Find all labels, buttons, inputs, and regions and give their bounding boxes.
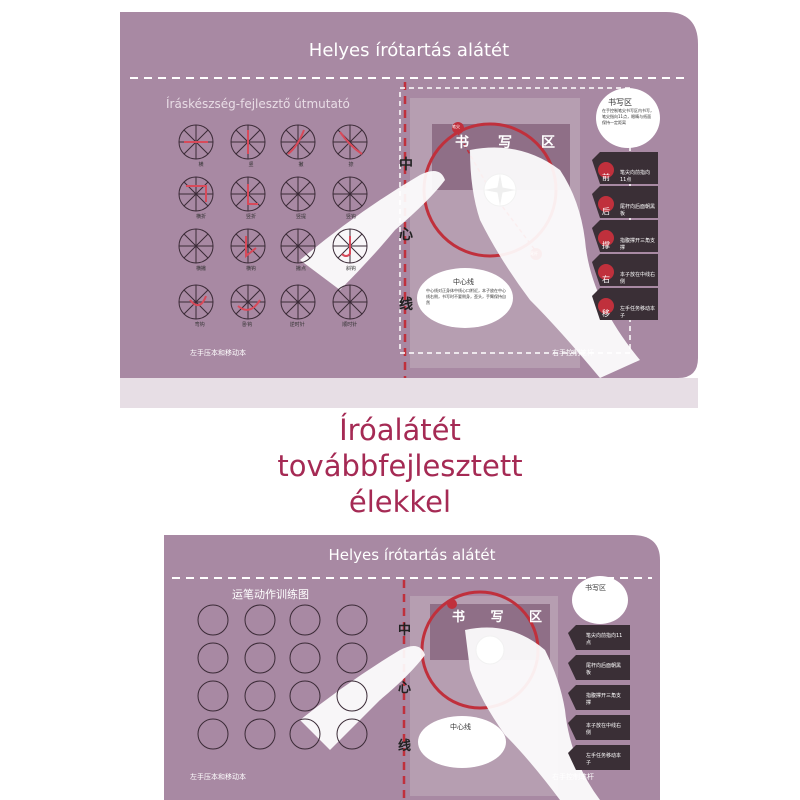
top-badge-list: 前笔尖向前指向11点 后尾杆向后面朝黑板 撑指腹撑开三角支撑 右本子放在中线右侧… — [602, 160, 658, 330]
stroke-label: 竖 — [248, 162, 254, 168]
center-char: 线 — [398, 739, 412, 754]
stroke-label: 撇 — [298, 162, 304, 168]
headline-line3: élekkel — [348, 485, 452, 519]
bottom-badge-list: 笔尖向前指向11点 尾杆向后面朝黑板 指腹撑开三角支撑 本子放在中线右侧 左手任… — [578, 625, 630, 775]
badge-text: 尾杆向后面朝黑板 — [620, 204, 656, 217]
badge-text: 笔尖向前指向11点 — [620, 170, 651, 183]
bottom-bubble-writing-title: 书写区 — [585, 584, 606, 592]
top-guide-title: Íráskészség-fejlesztő útmutató — [166, 97, 350, 111]
top-right-caption: 右手控制笔杆 — [552, 349, 594, 357]
zone-char: 书 — [452, 610, 466, 625]
stroke-label: 竖提 — [295, 214, 306, 220]
bottom-mat-title: Helyes írótartás alátét — [328, 546, 496, 564]
stroke-label: 竖钩 — [345, 214, 356, 220]
pen-tail-label: 尾杆 — [530, 251, 538, 256]
center-char: 中 — [398, 623, 412, 638]
right-hand — [470, 147, 640, 378]
stroke-label: 横钩 — [245, 266, 256, 272]
top-left-caption: 左手压本和移动本 — [190, 349, 246, 357]
badge-text: 左手任务移动本子 — [620, 306, 656, 319]
badge-stack — [592, 152, 658, 320]
zone-char: 书 — [455, 135, 469, 151]
center-char: 心 — [399, 227, 413, 243]
zone-char: 写 — [498, 135, 512, 151]
center-char: 线 — [399, 297, 413, 313]
badge-char: 移 — [602, 308, 610, 318]
bottom-bubble-center-title: 中心线 — [450, 723, 471, 731]
badge-text: 指腹撑开三角支撑 — [586, 693, 622, 706]
stroke-label: 竖折 — [245, 214, 256, 220]
stroke-label: 顺时针 — [342, 322, 358, 328]
center-char: 中 — [399, 157, 413, 173]
top-bubble-writing-title: 书写区 — [608, 98, 632, 107]
badge-char: 后 — [602, 206, 610, 216]
top-center-line-label: 中 心 线 — [399, 130, 413, 340]
top-bubble-center-text: 中心线对正身体中线心口附近，本子放在中心线右侧，书写时不要侧身，歪头，手臂保持自… — [426, 288, 506, 305]
stroke-label: 卧钩 — [242, 322, 253, 328]
bottom-writing-zone-label: 书 写 区 — [452, 606, 542, 625]
headline-line1: Íróalátét — [339, 413, 461, 447]
top-bubble-center-title: 中心线 — [453, 278, 474, 286]
top-bubble-writing-text: 在手控制笔尖书写区内书写，笔尖指向11点，眼睛与纸面保持一定距离 — [602, 108, 654, 125]
badge-text: 尾杆向后面朝黑板 — [586, 663, 622, 676]
stroke-label: 横撇 — [195, 266, 206, 272]
zone-char: 写 — [490, 610, 504, 625]
stroke-label: 横折 — [195, 214, 206, 220]
badge-char: 右 — [602, 274, 610, 284]
stroke-label: 斜钩 — [345, 266, 356, 272]
badge-text: 本子放在中线右侧 — [620, 272, 656, 285]
stroke-label: 横 — [198, 162, 204, 168]
top-writing-zone-label: 书 写 区 — [455, 132, 555, 152]
center-char: 心 — [398, 681, 412, 696]
badge-char: 撑 — [602, 240, 610, 250]
badge-text: 左手任务移动本子 — [586, 753, 622, 766]
bottom-center-line-label: 中 心 线 — [398, 602, 411, 776]
stroke-label: 捺 — [348, 162, 354, 168]
pen-tip-label: 笔尖 — [452, 124, 460, 129]
bottom-right-caption: 右手控制笔杆 — [552, 773, 594, 781]
top-mat-title: Helyes írótartás alátét — [308, 40, 510, 61]
stroke-label: 撇点 — [295, 266, 306, 272]
stroke-label: 弯钩 — [194, 322, 205, 328]
badge-text: 指腹撑开三角支撑 — [620, 238, 656, 251]
stroke-label: 逆时针 — [289, 322, 305, 328]
center-line-bubble — [417, 268, 513, 328]
badge-text: 本子放在中线右侧 — [586, 723, 622, 736]
writing-zone-bubble — [596, 88, 660, 148]
bottom-guide-title: 运笔动作训练图 — [232, 588, 309, 601]
headline-line2: továbbfejlesztett — [277, 449, 523, 483]
zone-char: 区 — [541, 135, 555, 151]
left-hand — [300, 171, 445, 290]
badge-char: 前 — [602, 172, 610, 182]
badge-text: 笔尖向前指向11点 — [586, 633, 623, 646]
top-writing-mat — [120, 12, 698, 408]
top-stroke-labels: 横 竖 撇 捺 横折 竖折 竖提 竖钩 横撇 横钩 撇点 斜钩 弯钩 卧钩 逆时针 顺时针 — [176, 161, 376, 328]
zone-char: 区 — [528, 610, 542, 625]
bottom-left-caption: 左手压本和移动本 — [190, 773, 246, 781]
